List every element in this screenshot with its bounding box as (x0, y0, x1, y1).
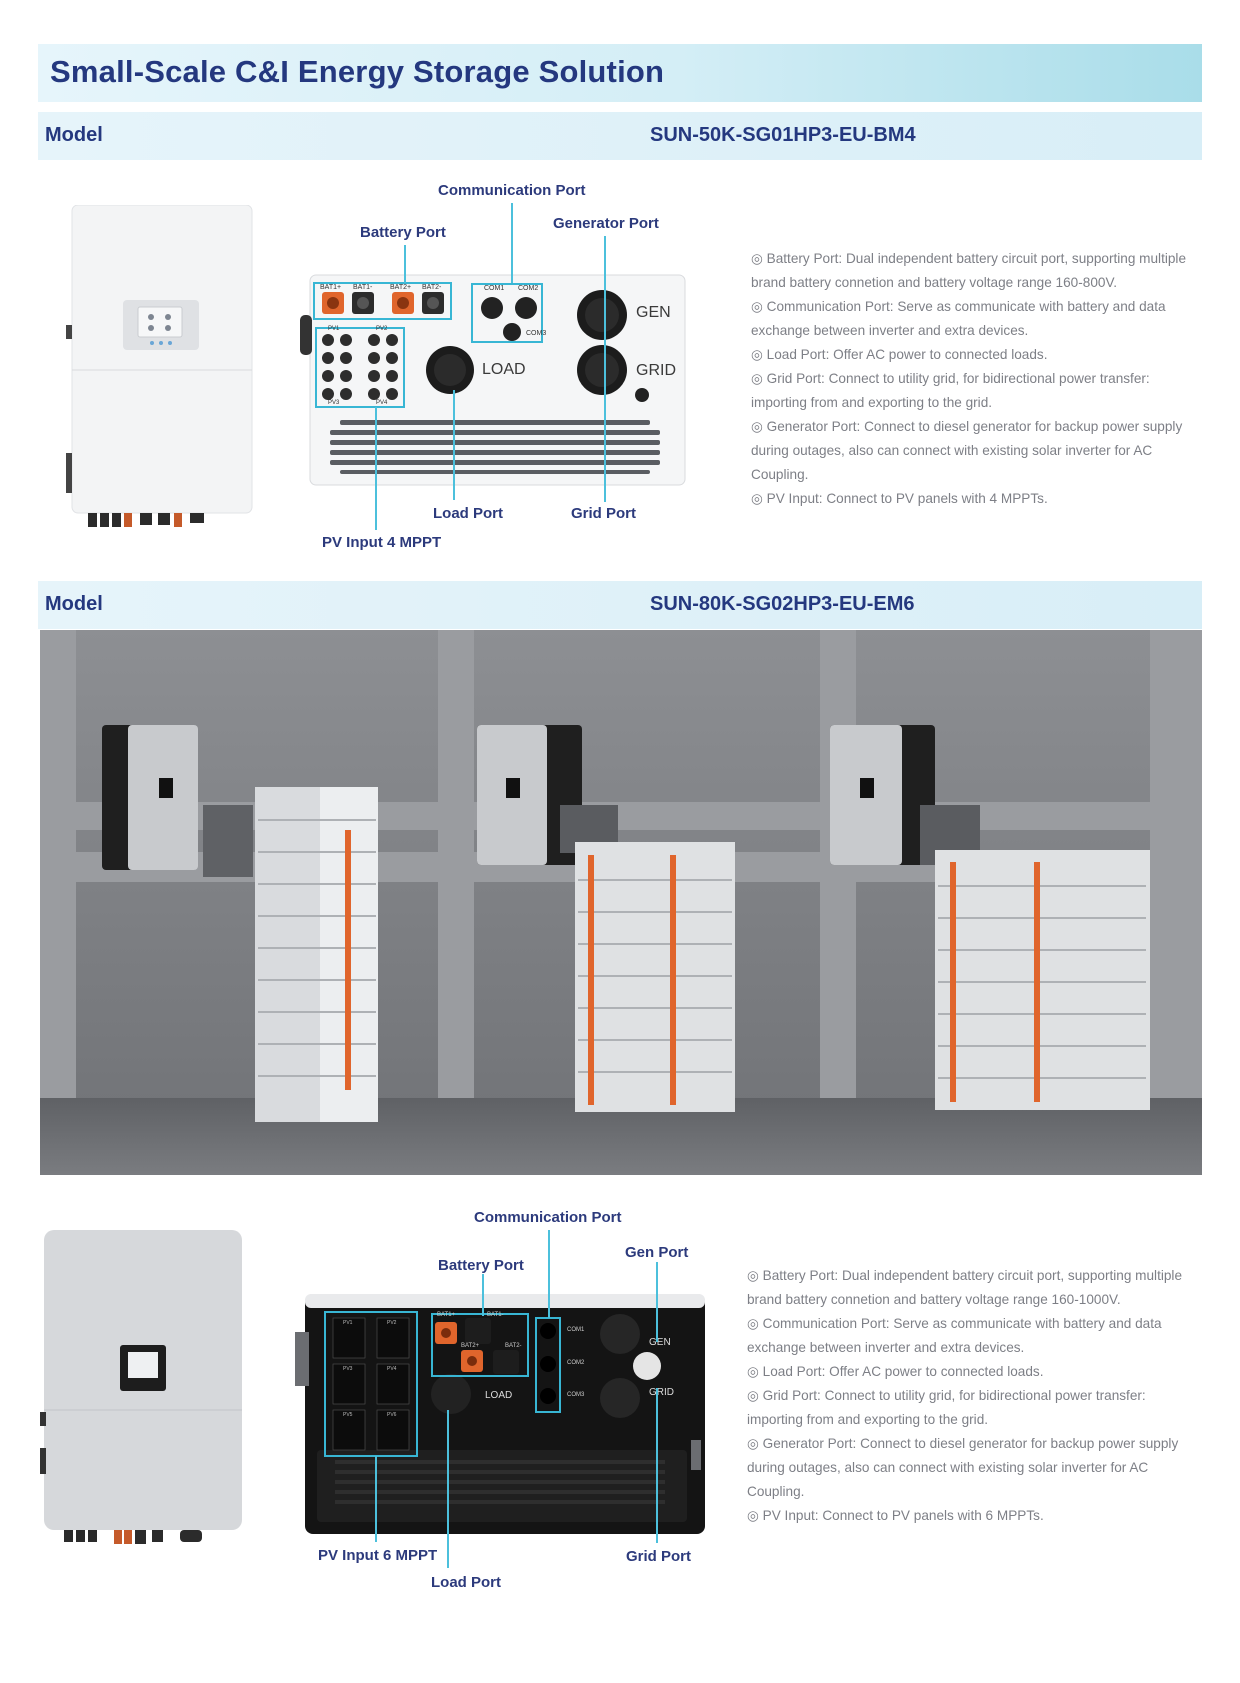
leader-line (548, 1230, 550, 1318)
feature-list-2: ◎ Battery Port: Dual independent battery… (747, 1264, 1199, 1528)
pv-label-2: PV2 (376, 326, 388, 332)
pv-label-4: PV4 (376, 400, 388, 406)
feature-communication-port: ◎ Communication Port: Serve as communica… (747, 1316, 1162, 1355)
connector-panel-1: BAT1+ BAT1- BAT2+ BAT2- COM1 COM2 COM3 P… (300, 270, 690, 495)
feature-communication-port: ◎ Communication Port: Serve as communica… (751, 299, 1166, 338)
leader-line (453, 390, 455, 500)
bat-label-3: BAT2+ (461, 1343, 480, 1349)
pv-label-1: PV1 (343, 1320, 353, 1326)
feature-load-port: ◎ Load Port: Offer AC power to connected… (751, 347, 1048, 362)
bat-label-1: BAT1+ (320, 284, 342, 291)
com-label-1: COM1 (567, 1327, 585, 1333)
bat-label-2: BAT1- (487, 1312, 504, 1318)
model-bar-2: Model SUN-80K-SG02HP3-EU-EM6 (38, 581, 1202, 629)
callout-battery-port: Battery Port (438, 1257, 524, 1274)
pv-label-2: PV2 (387, 1320, 397, 1326)
callout-load-port: Load Port (433, 505, 503, 522)
callout-communication-port: Communication Port (438, 182, 586, 199)
model-bar-1: Model SUN-50K-SG01HP3-EU-BM4 (38, 112, 1202, 160)
pv-label-6: PV6 (387, 1412, 397, 1418)
pv-label-3: PV3 (343, 1366, 353, 1372)
grid-port-label: GRID (636, 362, 676, 379)
callout-communication-port: Communication Port (474, 1209, 622, 1226)
callout-pv-input: PV Input 6 MPPT (318, 1547, 438, 1564)
connector-panel-2: PV1 PV2 PV3 PV4 PV5 PV6 BAT1+ BAT1- BAT2… (295, 1290, 710, 1540)
feature-grid-port: ◎ Grid Port: Connect to utility grid, fo… (751, 371, 1150, 410)
feature-pv-input: ◎ PV Input: Connect to PV panels with 4 … (751, 491, 1048, 506)
leader-line (656, 1262, 658, 1342)
inverter-image-2 (40, 1230, 242, 1544)
feature-battery-port: ◎ Battery Port: Dual independent battery… (747, 1268, 1182, 1307)
load-port-label: LOAD (482, 361, 526, 378)
pv-label-4: PV4 (387, 1366, 397, 1372)
model-label: Model (45, 593, 103, 615)
feature-load-port: ◎ Load Port: Offer AC power to connected… (747, 1364, 1044, 1379)
bat-label-4: BAT2- (505, 1343, 522, 1349)
callout-grid-port: Grid Port (626, 1548, 692, 1565)
leader-line (656, 1388, 658, 1543)
callout-battery-port: Battery Port (360, 224, 446, 241)
feature-generator-port: ◎ Generator Port: Connect to diesel gene… (747, 1436, 1179, 1499)
callout-grid-port: Grid Port (571, 505, 637, 522)
pv-label-1: PV1 (328, 326, 340, 332)
leader-line (511, 203, 513, 283)
com-label-1: COM1 (484, 285, 505, 292)
bat-label-3: BAT2+ (390, 284, 412, 291)
gen-port-label: GEN (636, 304, 671, 321)
grid-port-label: GRID (649, 1387, 674, 1398)
gen-port-label: GEN (649, 1337, 671, 1348)
leader-line (375, 1456, 377, 1542)
feature-generator-port: ◎ Generator Port: Connect to diesel gene… (751, 419, 1183, 482)
leader-line (447, 1410, 449, 1568)
feature-pv-input: ◎ PV Input: Connect to PV panels with 6 … (747, 1508, 1044, 1523)
bat-label-4: BAT2- (422, 284, 442, 291)
title-banner: Small-Scale C&I Energy Storage Solution (38, 44, 1202, 102)
feature-battery-port: ◎ Battery Port: Dual independent battery… (751, 251, 1186, 290)
com-label-2: COM2 (567, 1360, 585, 1366)
leader-line (604, 236, 606, 502)
feature-list-1: ◎ Battery Port: Dual independent battery… (751, 247, 1199, 511)
load-port-label: LOAD (485, 1390, 513, 1401)
callout-generator-port: Generator Port (553, 215, 659, 232)
model-label: Model (45, 124, 103, 146)
model-value: SUN-80K-SG02HP3-EU-EM6 (650, 593, 915, 615)
bat-label-2: BAT1- (353, 284, 373, 291)
model-value: SUN-50K-SG01HP3-EU-BM4 (650, 124, 916, 146)
pv-label-3: PV3 (328, 400, 340, 406)
com-label-3: COM3 (567, 1392, 585, 1398)
callout-load-port: Load Port (431, 1574, 501, 1591)
com-label-3: COM3 (526, 330, 547, 337)
pv-label-5: PV5 (343, 1412, 353, 1418)
leader-line (375, 407, 377, 530)
installation-photo (40, 630, 1202, 1175)
page-title: Small-Scale C&I Energy Storage Solution (50, 54, 665, 89)
leader-line (482, 1274, 484, 1316)
bat-label-1: BAT1+ (437, 1312, 456, 1318)
com-label-2: COM2 (518, 285, 539, 292)
feature-grid-port: ◎ Grid Port: Connect to utility grid, fo… (747, 1388, 1146, 1427)
callout-gen-port: Gen Port (625, 1244, 689, 1261)
leader-line (404, 245, 406, 283)
callout-pv-input: PV Input 4 MPPT (322, 534, 442, 551)
inverter-image-1 (66, 205, 253, 527)
